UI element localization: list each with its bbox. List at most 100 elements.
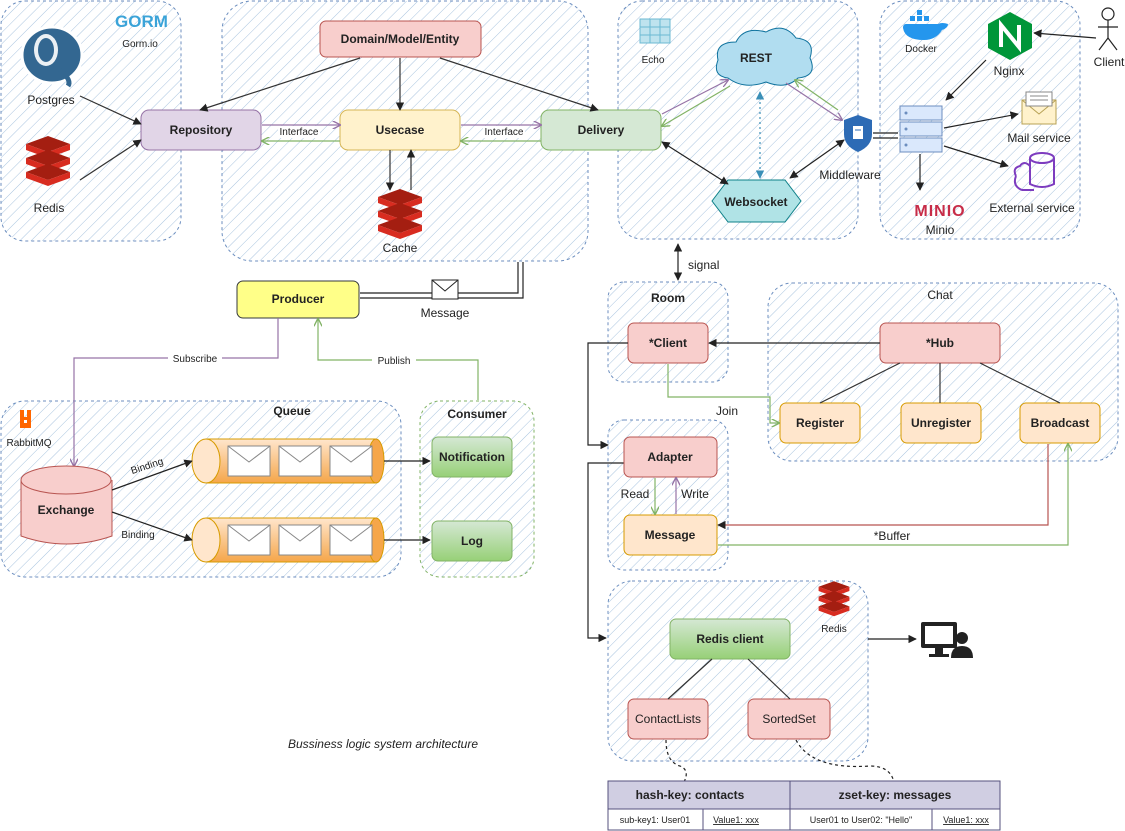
exchange-cylinder[interactable] (20, 465, 113, 545)
minio-logo-text: MINIO (914, 203, 965, 220)
server-icon (899, 105, 943, 153)
client-actor-icon (1098, 7, 1118, 51)
delivery-box[interactable] (540, 109, 662, 151)
nginx-label: Nginx (994, 64, 1025, 78)
sortedset-box[interactable] (747, 698, 831, 740)
redis-room-label: Redis (821, 624, 847, 635)
binding-edges (111, 456, 431, 545)
contactlists-label: ContactLists (635, 712, 701, 726)
client-label: *Client (649, 336, 687, 350)
queue-pipe-2[interactable] (191, 517, 385, 563)
usecase-label: Usecase (376, 123, 425, 137)
interface-label-1: Interface (280, 127, 319, 138)
chat-title: Chat (927, 288, 953, 302)
log-box[interactable] (431, 520, 513, 562)
producer-label: Producer (272, 292, 325, 306)
unregister-label: Unregister (911, 416, 971, 430)
message-box[interactable] (623, 514, 718, 556)
postgres-icon (20, 25, 84, 88)
redis-room-icon (818, 581, 850, 617)
postgres-label: Postgres (27, 93, 74, 107)
rabbitmq-icon (20, 410, 31, 428)
message-edge-label: Message (421, 306, 470, 320)
nginx-icon (988, 12, 1032, 60)
publish-label: Publish (378, 356, 411, 367)
rabbitmq-label: RabbitMQ (6, 438, 51, 449)
hub-label: *Hub (926, 336, 954, 350)
gorm-sub: Gorm.io (122, 39, 158, 50)
notification-box[interactable] (431, 436, 513, 478)
consumer-title: Consumer (447, 407, 507, 421)
external-label: External service (989, 201, 1075, 215)
redis-label: Redis (34, 201, 65, 215)
message-label: Message (645, 528, 696, 542)
producer-box[interactable] (236, 280, 360, 319)
redis-client-box[interactable] (669, 618, 791, 660)
queue-title: Queue (273, 404, 311, 418)
unregister-box[interactable] (900, 402, 982, 444)
zset-table-right: Value1: xxx (943, 815, 989, 825)
zset-table-title: zset-key: messages (839, 788, 952, 802)
sortedset-label: SortedSet (762, 712, 816, 726)
diagram-caption: Bussiness logic system architecture (288, 737, 478, 751)
binding-label-2: Binding (121, 530, 154, 541)
gorm-logo-text: GORM (115, 12, 168, 31)
write-label: Write (681, 487, 709, 501)
rest-label: REST (740, 51, 773, 65)
external-service-icon (1013, 152, 1055, 191)
register-label: Register (796, 416, 844, 430)
api-edges (662, 80, 898, 185)
log-label: Log (461, 534, 483, 548)
mail-icon (1021, 91, 1057, 125)
middleware-shield-icon (844, 115, 872, 152)
interface-label-2: Interface (485, 127, 524, 138)
queue-envelope-icon (227, 445, 373, 477)
queue-pipe-1[interactable] (191, 438, 385, 484)
read-label: Read (621, 487, 650, 501)
join-label: Join (716, 404, 738, 418)
websocket-label: Websocket (724, 195, 787, 209)
adapter-label: Adapter (647, 450, 693, 464)
zset-table-left: User01 to User02: "Hello" (810, 815, 912, 825)
message-flow-edge (360, 262, 524, 299)
domain-label: Domain/Model/Entity (341, 32, 460, 46)
adapter-box[interactable] (623, 436, 718, 478)
envelope-icon (431, 279, 459, 300)
zset-table (789, 780, 1001, 831)
broadcast-label: Broadcast (1031, 416, 1090, 430)
delivery-label: Delivery (578, 123, 625, 137)
room-title: Room (651, 291, 685, 305)
echo-icon (639, 18, 671, 44)
minio-label: Minio (926, 223, 955, 237)
rest-cloud[interactable] (715, 27, 813, 86)
core-edges (79, 57, 599, 191)
adapter-edges (655, 444, 1068, 546)
notification-label: Notification (439, 450, 505, 464)
hash-table-right: Value1: xxx (713, 815, 759, 825)
hash-table-left: sub-key1: User01 (620, 815, 691, 825)
mail-label: Mail service (1007, 131, 1071, 145)
cache-icon (378, 189, 422, 239)
redis-client-label: Redis client (696, 632, 763, 646)
hash-table (607, 780, 801, 831)
docker-icon (903, 10, 948, 40)
signal-label: signal (688, 258, 719, 272)
client-actor-label: Client (1094, 55, 1125, 69)
cache-label: Cache (383, 241, 418, 255)
docker-label: Docker (905, 44, 937, 55)
infra-edges (915, 29, 1097, 191)
buffer-label: *Buffer (874, 529, 910, 543)
subscribe-label: Subscribe (173, 354, 218, 365)
user-monitor-icon (921, 622, 973, 658)
echo-label: Echo (642, 55, 665, 66)
middleware-label: Middleware (819, 168, 881, 182)
chat-edges (587, 338, 1061, 643)
queue-envelope-icon (227, 524, 373, 556)
gorm-logo: GORM Gorm.io (115, 12, 168, 50)
hash-table-title: hash-key: contacts (636, 788, 745, 802)
redis-edges (665, 634, 917, 783)
domain-box[interactable] (319, 20, 482, 58)
exchange-label: Exchange (38, 503, 95, 517)
redis-icon (26, 136, 70, 186)
